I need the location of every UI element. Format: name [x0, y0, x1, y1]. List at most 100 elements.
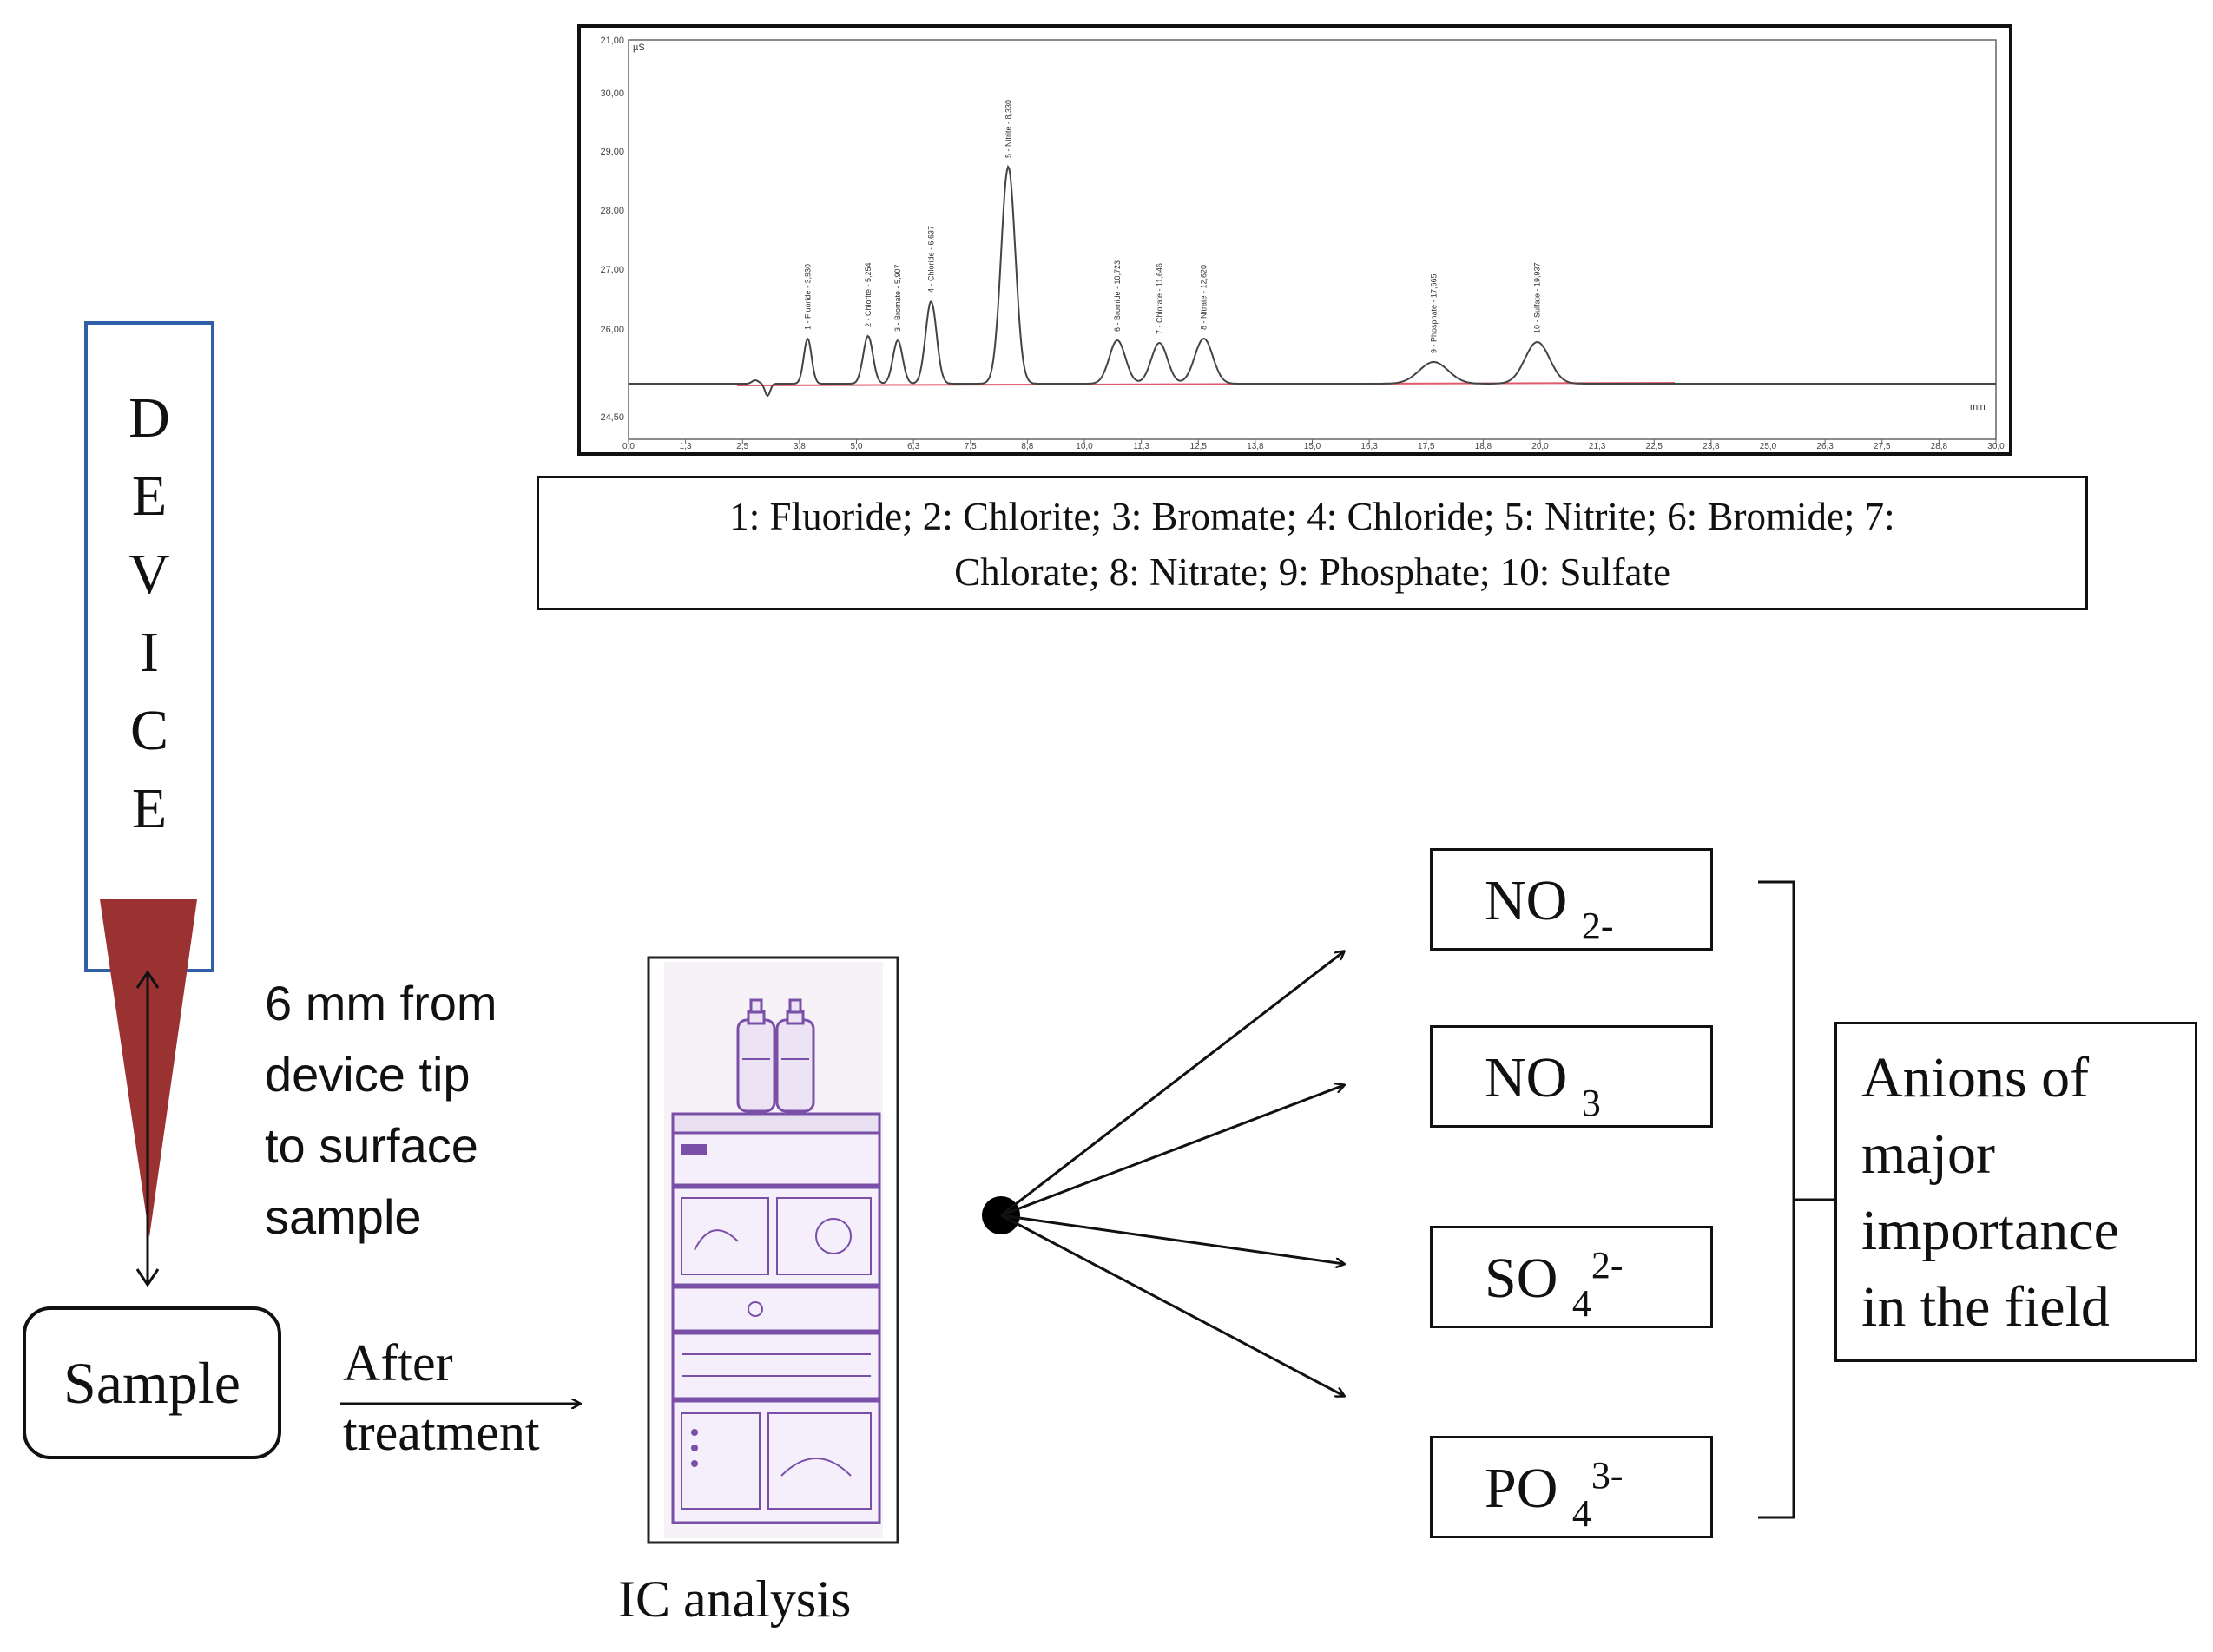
- x-tick-label: 27,5: [1874, 442, 1891, 451]
- ion-subscript: 3: [1581, 1082, 1601, 1124]
- ion-formula: NO: [1485, 869, 1568, 932]
- anions-label-line: in the field: [1861, 1275, 2110, 1339]
- y-tick-label: 29,00: [600, 147, 624, 157]
- y-tick-label: 21,00: [600, 36, 624, 46]
- distance-arrow-head-top: [135, 970, 160, 989]
- x-tick-label: 30,0: [1987, 442, 2005, 451]
- baseline-marker: [736, 382, 1676, 386]
- peak-label: 8 - Nitrate - 12,620: [1200, 265, 1209, 330]
- ion-superscript: 2-: [1591, 1244, 1624, 1287]
- ion-subscript: 4: [1571, 1282, 1591, 1325]
- ion-box-phosphate: PO 43-: [1430, 1436, 1713, 1538]
- peak-label: 5 - Nitrite - 8,330: [1004, 100, 1012, 158]
- x-tick-label: 10,0: [1076, 442, 1093, 451]
- peak-label: 9 - Phosphate - 17,665: [1429, 273, 1438, 353]
- anions-label-line: Anions of: [1861, 1046, 2090, 1109]
- device-letter: I: [140, 621, 159, 684]
- y-tick-label: 27,00: [600, 265, 624, 275]
- peak-label: 10 - Sulfate - 19,937: [1533, 262, 1542, 333]
- ion-box-nitrite: NO 2-: [1430, 848, 1713, 951]
- x-tick-label: 0,0: [622, 442, 635, 451]
- y-tick-label: 28,00: [600, 206, 624, 216]
- ion-superscript: 3-: [1591, 1454, 1624, 1497]
- anions-label-line: major: [1861, 1122, 1995, 1186]
- peak-label: 6 - Bromide - 10,723: [1113, 260, 1122, 332]
- x-tick-label: 15,0: [1304, 442, 1321, 451]
- after-treatment-line: After: [343, 1334, 453, 1392]
- x-tick-label: 3,8: [794, 442, 806, 451]
- chromatogram-trace: [629, 164, 1996, 398]
- branch-arrow: [1000, 1214, 1344, 1396]
- x-tick-label: 18,8: [1475, 442, 1492, 451]
- x-tick-label: 8,8: [1021, 442, 1033, 451]
- x-tick-label: 12,5: [1190, 442, 1208, 451]
- device-letter: E: [131, 464, 168, 528]
- device: D E V I C E: [84, 321, 214, 972]
- distance-note-line: device tip: [265, 1047, 471, 1102]
- x-tick-label: 2,5: [736, 442, 748, 451]
- x-tick-label: 17,5: [1418, 442, 1435, 451]
- x-axis: 0,0 1,3 2,5 3,8 5,0 6,3 7,5 8,8 10,0 11,3 12,5 13,8…: [622, 439, 2005, 451]
- peak-label: 4 - Chloride - 6,637: [926, 226, 935, 293]
- x-unit-label: min: [1970, 402, 1986, 412]
- device-letter: C: [129, 699, 169, 762]
- device-letter: E: [131, 777, 168, 840]
- x-tick-label: 5,0: [851, 442, 863, 451]
- x-tick-label: 16,3: [1360, 442, 1378, 451]
- x-tick-label: 23,8: [1703, 442, 1720, 451]
- ion-subscript: 2-: [1581, 905, 1614, 947]
- legend-line-2: Chlorate; 8: Nitrate; 9: Phosphate; 10: …: [954, 550, 1670, 594]
- distance-note-line: sample: [265, 1189, 422, 1244]
- peak-label: 1 - Fluoride - 3,930: [803, 264, 812, 330]
- distance-arrow-head-bottom: [135, 1268, 160, 1287]
- ion-formula: SO: [1485, 1247, 1558, 1310]
- branch-arrow: [1000, 951, 1344, 1217]
- x-tick-label: 6,3: [907, 442, 919, 451]
- legend-line-1: 1: Fluoride; 2: Chlorite; 3: Bromate; 4:…: [729, 495, 1895, 538]
- y-axis: 21,00 30,00 29,00 28,00 27,00 26,00 24,50: [600, 36, 624, 423]
- x-tick-label: 13,8: [1247, 442, 1264, 451]
- peak-legend: 1: Fluoride; 2: Chlorite; 3: Bromate; 4:…: [537, 476, 2088, 610]
- branch-arrow: [1000, 1214, 1344, 1264]
- peak-label: 2 - Chlorite - 5,254: [864, 262, 873, 327]
- x-tick-label: 7,5: [965, 442, 977, 451]
- x-tick-label: 21,3: [1589, 442, 1606, 451]
- peak-label: 7 - Chlorate - 11,646: [1155, 263, 1163, 334]
- y-unit-label: µS: [633, 43, 645, 53]
- x-tick-label: 1,3: [680, 442, 692, 451]
- x-tick-label: 11,3: [1133, 442, 1149, 451]
- device-letter: V: [128, 543, 170, 606]
- ion-formula: PO: [1485, 1457, 1558, 1520]
- ion-formula: NO: [1485, 1046, 1568, 1109]
- ion-box-nitrate: NO 3: [1430, 1025, 1713, 1128]
- anions-label-line: importance: [1861, 1199, 2119, 1262]
- ion-bracket: [1758, 880, 1795, 1519]
- ic-instrument-image: [647, 956, 899, 1544]
- x-tick-label: 28,8: [1931, 442, 1948, 451]
- peak-labels: 1 - Fluoride - 3,930 2 - Chlorite - 5,254…: [803, 100, 1541, 353]
- x-tick-label: 22,5: [1646, 442, 1663, 451]
- y-tick-label: 26,00: [600, 325, 624, 335]
- sample-box: Sample: [23, 1306, 281, 1459]
- device-letter: D: [128, 386, 170, 450]
- chromatogram-panel: µS min 21,00 30,00 29,00 28,00 27,00 26,00 24,…: [577, 24, 2012, 456]
- anions-label-box: Anions of major importance in the field: [1834, 1022, 2197, 1362]
- ion-box-sulfate: SO 42-: [1430, 1226, 1713, 1328]
- x-tick-label: 26,3: [1816, 442, 1834, 451]
- y-tick-label: 24,50: [600, 412, 624, 423]
- peak-label: 3 - Bromate - 5,907: [893, 264, 902, 332]
- after-treatment-label: After treatment: [343, 1328, 540, 1467]
- distance-note-line: 6 mm from: [265, 976, 497, 1030]
- distance-note: 6 mm from device tip to surface sample: [265, 968, 497, 1253]
- x-tick-label: 20,0: [1531, 442, 1549, 451]
- ic-analysis-label: IC analysis: [618, 1570, 852, 1628]
- distance-note-line: to surface: [265, 1118, 478, 1173]
- ion-subscript: 4: [1571, 1492, 1591, 1535]
- chromatogram: µS min 21,00 30,00 29,00 28,00 27,00 26,00 24,…: [600, 36, 2005, 451]
- y-tick-label: 30,00: [600, 89, 624, 99]
- x-tick-label: 25,0: [1760, 442, 1777, 451]
- after-treatment-line: treatment: [343, 1404, 540, 1461]
- branch-arrow: [1000, 1085, 1344, 1217]
